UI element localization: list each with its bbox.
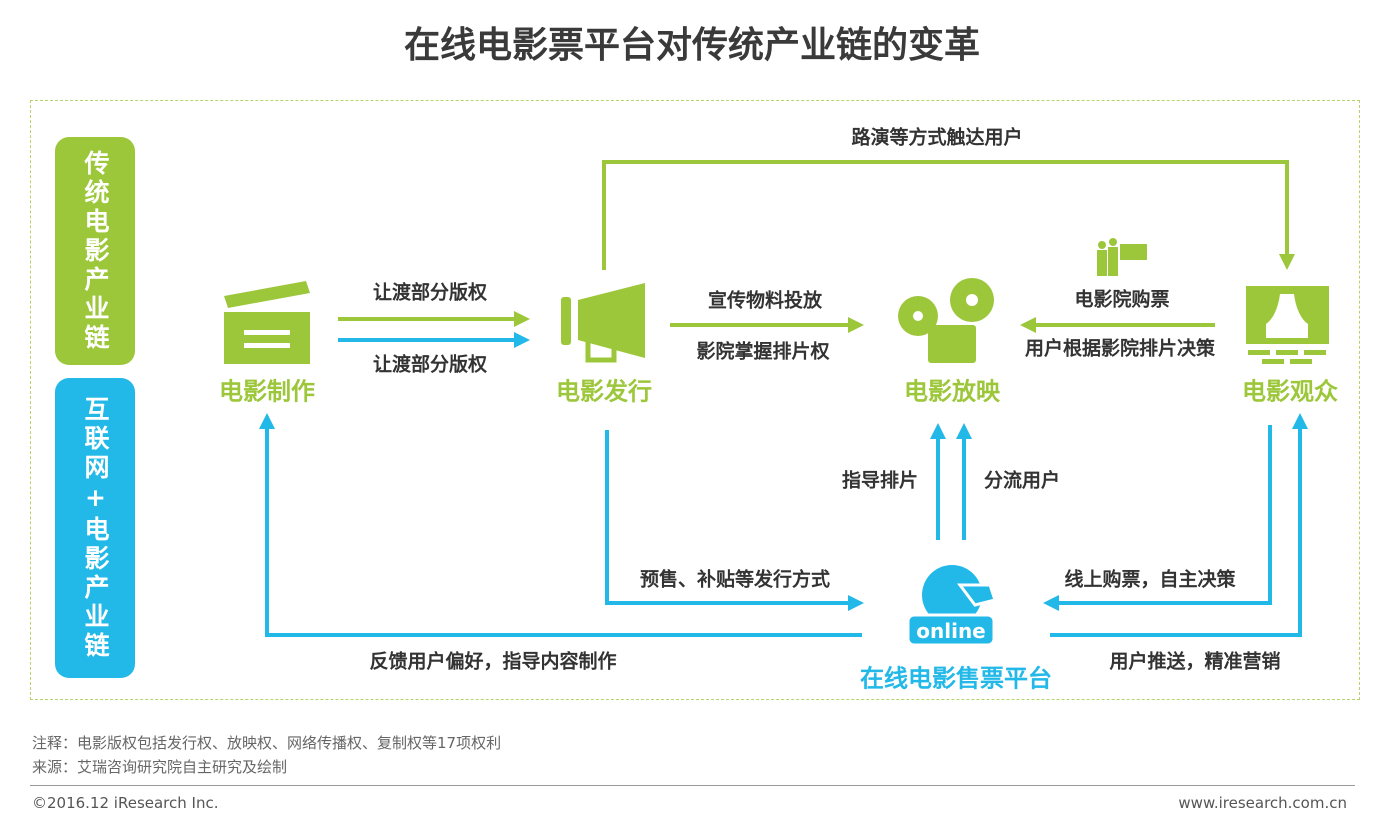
arrow-online-purchase bbox=[1043, 425, 1272, 611]
node-production: 电影制作 bbox=[219, 377, 315, 406]
copyright: ©2016.12 iResearch Inc. bbox=[32, 794, 219, 812]
label-cinema-ticket: 电影院购票 bbox=[1074, 288, 1170, 311]
megaphone-icon bbox=[561, 283, 645, 363]
footer-divider bbox=[30, 785, 1355, 786]
people-queue-icon bbox=[1097, 238, 1147, 276]
node-audience: 电影观众 bbox=[1242, 377, 1338, 406]
arrow-roadshow bbox=[602, 160, 1295, 270]
website-link[interactable]: www.iresearch.com.cn bbox=[1178, 794, 1347, 812]
arrow-push bbox=[1050, 413, 1308, 637]
label-online-purchase: 线上购票，自主决策 bbox=[1064, 568, 1236, 591]
node-distribution: 电影发行 bbox=[556, 377, 652, 406]
label-guide-schedule: 指导排片 bbox=[841, 469, 919, 492]
source-note: 来源：艾瑞咨询研究院自主研究及绘制 bbox=[32, 758, 288, 776]
clapperboard-icon bbox=[224, 281, 310, 364]
projector-icon bbox=[898, 278, 994, 363]
node-screening: 电影放映 bbox=[904, 377, 1000, 406]
internet-chain-label: 互联网+电影产业链 bbox=[55, 378, 135, 678]
online-globe-icon bbox=[906, 565, 997, 647]
cinema-screen-icon bbox=[1246, 286, 1329, 364]
footnote: 注释：电影版权包括发行权、放映权、网络传播权、复制权等17项权利 bbox=[32, 734, 502, 752]
label-user-decision: 用户根据影院排片决策 bbox=[1024, 337, 1216, 360]
label-promo: 宣传物料投放 bbox=[707, 289, 823, 312]
label-rights-traditional: 让渡部分版权 bbox=[372, 281, 488, 304]
online-badge-text: online bbox=[916, 619, 986, 643]
label-presale: 预售、补贴等发行方式 bbox=[639, 568, 831, 591]
label-roadshow: 路演等方式触达用户 bbox=[851, 126, 1023, 149]
label-feedback: 反馈用户偏好，指导内容制作 bbox=[369, 650, 617, 673]
node-platform: 在线电影售票平台 bbox=[860, 664, 1052, 693]
arrow-presale bbox=[605, 430, 864, 611]
traditional-chain-label: 传统电影产业链 bbox=[55, 137, 135, 365]
diagram-frame bbox=[30, 100, 1360, 700]
label-rights-online: 让渡部分版权 bbox=[372, 353, 488, 376]
label-push: 用户推送，精准营销 bbox=[1109, 650, 1281, 673]
label-divert-users: 分流用户 bbox=[983, 469, 1061, 492]
label-scheduling-right: 影院掌握排片权 bbox=[696, 340, 830, 363]
page-title: 在线电影票平台对传统产业链的变革 bbox=[403, 25, 981, 66]
arrow-feedback bbox=[259, 413, 862, 637]
